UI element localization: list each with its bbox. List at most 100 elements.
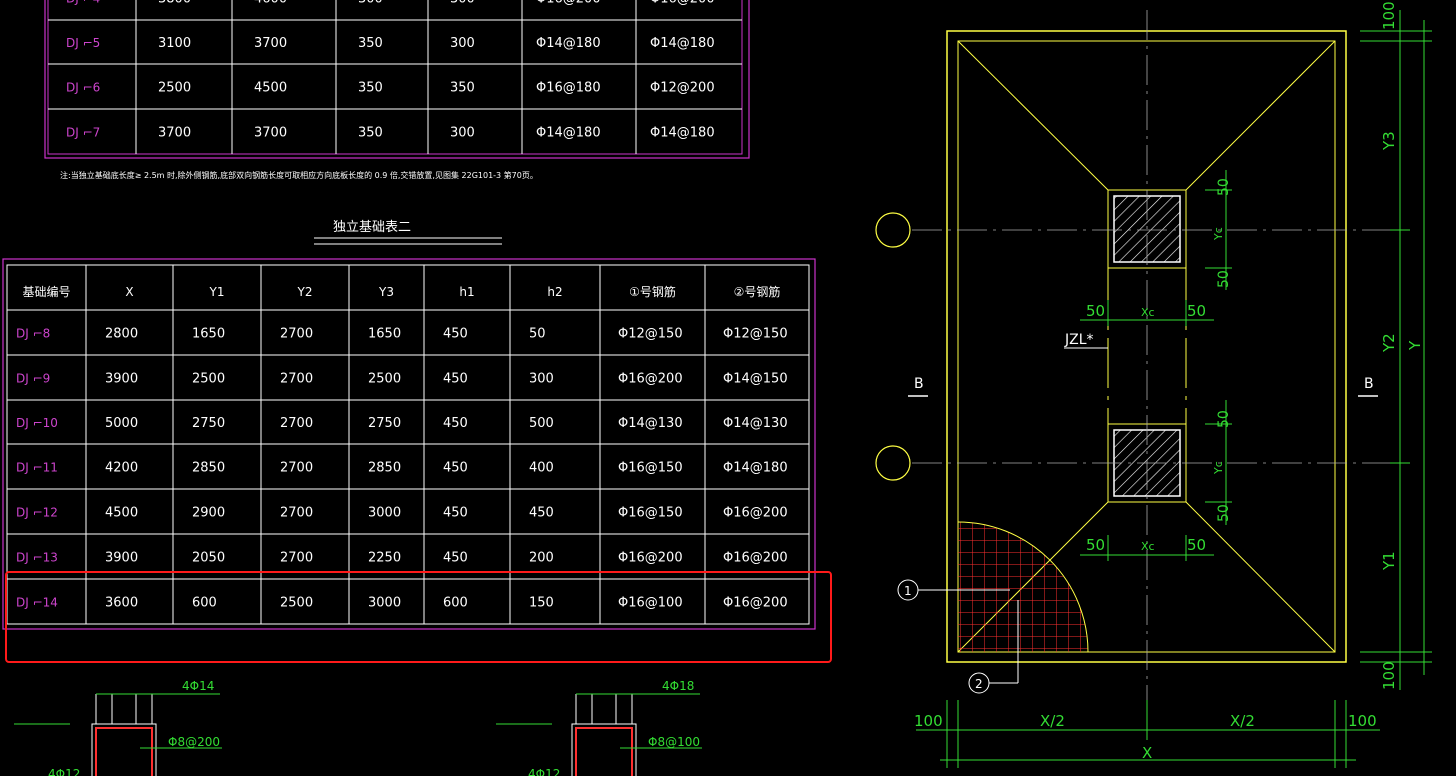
- table2-title: 独立基础表二: [333, 220, 411, 235]
- table1-cell: 4500: [254, 81, 287, 96]
- selection-highlight-box[interactable]: [5, 571, 832, 663]
- dim-50: 50: [1086, 302, 1105, 320]
- dim-y3: Y3: [1380, 131, 1398, 151]
- table1-cell: 350: [358, 36, 383, 51]
- table2-row-id: DJ ⌐13: [16, 551, 58, 565]
- table2-cell: 2800: [105, 327, 138, 342]
- table2-cell: 2700: [280, 551, 313, 566]
- table2-row-id: DJ ⌐11: [16, 461, 58, 475]
- table1-cell: 300: [450, 36, 475, 51]
- dim-y1: Y1: [1380, 551, 1398, 571]
- dim-50: 50: [1187, 536, 1206, 554]
- table2-cell: Φ14@180: [723, 461, 788, 476]
- dim-100-right: 100: [1348, 712, 1377, 730]
- dim-xc: Xc: [1141, 306, 1155, 319]
- section-mark-b-left: B: [914, 376, 924, 392]
- table2-cell: 1650: [192, 327, 225, 342]
- table2-header-cell: h1: [459, 285, 474, 299]
- table1-cell: Φ16@180: [536, 81, 601, 96]
- table1-cell: 2500: [158, 81, 191, 96]
- dim-yc: Yc: [1212, 227, 1225, 241]
- table2-cell: 2050: [192, 551, 225, 566]
- table2-cell: Φ16@200: [723, 506, 788, 521]
- table1-note: 注:当独立基础底长度≥ 2.5m 时,除外侧钢筋,底部双向钢筋长度可取相应方向底…: [60, 170, 538, 180]
- rebar-callout-1-label: 1: [904, 584, 912, 598]
- table2-cell: Φ14@130: [618, 416, 683, 431]
- table2-cell: 50: [529, 327, 546, 342]
- section-right-stirrup: Φ8@100: [648, 735, 700, 749]
- table2-cell: 300: [529, 372, 554, 387]
- table1-cell: 3800: [158, 0, 191, 7]
- table2-cell: Φ16@200: [618, 551, 683, 566]
- table2-cell: 450: [443, 551, 468, 566]
- table2-row-id: DJ ⌐14: [16, 596, 58, 610]
- table1-cell: 350: [450, 81, 475, 96]
- table2-cell: 2250: [368, 551, 401, 566]
- table2-cell: Φ14@130: [723, 416, 788, 431]
- dim-100-bottom: 100: [1380, 661, 1398, 690]
- table2-cell: 2850: [368, 461, 401, 476]
- bottom-dimensions: [916, 700, 1380, 768]
- table1-row-id: DJ ⌐7: [66, 126, 100, 140]
- table2-cell: 3900: [105, 372, 138, 387]
- table2-cell: Φ16@150: [618, 461, 683, 476]
- table1-row-id: DJ ⌐4: [66, 0, 100, 6]
- tie-beam-label: JZL*: [1064, 332, 1094, 348]
- dim-x-half-left: X/2: [1040, 712, 1065, 730]
- table2-cell: Φ16@150: [618, 506, 683, 521]
- rebar-quarter-arc: [957, 521, 1089, 653]
- dim-50: 50: [1216, 270, 1232, 288]
- table1-cell: 350: [358, 81, 383, 96]
- table2-cell: 450: [443, 416, 468, 431]
- table2-cell: 400: [529, 461, 554, 476]
- table1-row-id: DJ ⌐6: [66, 81, 100, 95]
- table1-row-id: DJ ⌐5: [66, 36, 100, 50]
- table2-row-id: DJ ⌐9: [16, 372, 50, 386]
- table2-cell: 200: [529, 551, 554, 566]
- rebar-callout-2[interactable]: 2: [968, 600, 1019, 694]
- table2-cell: 4200: [105, 461, 138, 476]
- table2-header-cell: Y3: [378, 285, 394, 299]
- table1-cell: 300: [358, 0, 383, 7]
- table2-cell: 150: [529, 596, 554, 611]
- table2-header-cell: 基础编号: [22, 284, 70, 299]
- table2-cell: 500: [529, 416, 554, 431]
- slope-line: [1185, 501, 1336, 653]
- plan-outer-border: [946, 30, 1347, 663]
- table2-cell: 2500: [280, 596, 313, 611]
- table2-cell: 2700: [280, 461, 313, 476]
- table2-cell: Φ16@200: [723, 551, 788, 566]
- table2-cell: Φ12@150: [723, 327, 788, 342]
- section-right-side-bar: 4Φ12: [528, 767, 560, 776]
- dim-50: 50: [1216, 504, 1232, 522]
- table2-cell: 450: [443, 372, 468, 387]
- rebar-callout-1[interactable]: 1: [897, 579, 1010, 601]
- foundation-plan: B B JZL* 50 Xc 50 50 Xc 50: [875, 1, 1432, 768]
- table2-cell: Φ12@150: [618, 327, 683, 342]
- section-left-top-bar: 4Φ14: [182, 679, 214, 693]
- plan-inner-border: [957, 40, 1336, 653]
- table2-header-cell: Y2: [297, 285, 313, 299]
- table2-cell: 2900: [192, 506, 225, 521]
- table2-cell: 3600: [105, 596, 138, 611]
- table2-cell: 600: [192, 596, 217, 611]
- axis-bubble[interactable]: [875, 212, 911, 248]
- table2-cell: Φ16@200: [618, 372, 683, 387]
- table1-cell: Φ16@200: [536, 0, 601, 7]
- table1-cell: 3700: [254, 36, 287, 51]
- table1-cell: 300: [450, 0, 475, 7]
- table2-cell: Φ16@100: [618, 596, 683, 611]
- right-dimensions: [1360, 10, 1432, 690]
- table2-border: [2, 258, 816, 630]
- axis-bubble[interactable]: [875, 445, 911, 481]
- table2-cell: 2500: [368, 372, 401, 387]
- section-detail-right: 4Φ18 Φ8@100 4Φ12: [496, 679, 702, 776]
- table1-cell: 350: [358, 126, 383, 141]
- table2-cell: 3000: [368, 506, 401, 521]
- dim-y2: Y2: [1380, 333, 1398, 353]
- table2-cell: 2700: [280, 327, 313, 342]
- dim-50: 50: [1187, 302, 1206, 320]
- section-mark-b-right: B: [1364, 376, 1374, 392]
